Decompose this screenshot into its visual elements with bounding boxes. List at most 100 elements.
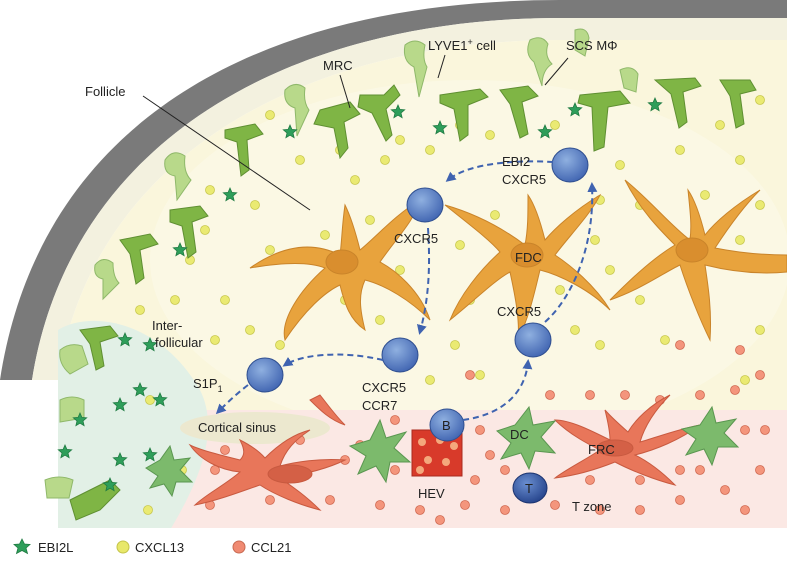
ebi2l-star: [222, 186, 238, 202]
cxcl13-dot: [425, 375, 435, 385]
cxcl13-dot: [350, 175, 360, 185]
label-b-cell: B: [442, 418, 451, 433]
arrow-cxcr5-down: [416, 227, 431, 335]
ccl21-dot: [460, 500, 470, 510]
cxcl13-dot: [475, 370, 485, 380]
b-cell: [406, 187, 444, 223]
cxcl13-dot: [605, 265, 615, 275]
ccl21-dot: [465, 370, 475, 380]
leader-scs: [544, 57, 569, 86]
cxcl13-dot: [395, 265, 405, 275]
b-cells: [246, 147, 589, 442]
ccl21-dot: [695, 465, 705, 475]
b-cell: [551, 147, 589, 183]
mrc-cell: [653, 77, 702, 129]
cxcl13-dot: [595, 340, 605, 350]
cxcl13-dot: [550, 120, 560, 130]
b-cell: [514, 322, 552, 358]
cxcl13-dot: [210, 335, 220, 345]
label-hev: HEV: [418, 486, 445, 501]
ebi2l-star: [567, 101, 583, 117]
lyve1-cell: [94, 259, 120, 301]
lyve1-cell: [574, 28, 590, 57]
ebi2l-star: [112, 451, 128, 467]
ebi2l-star: [432, 119, 448, 135]
ccl21-dot: [620, 390, 630, 400]
cxcl13-dot: [755, 200, 765, 210]
ccl21-dot: [545, 390, 555, 400]
ebi2l-star: [142, 336, 158, 352]
ebi2l-star: [132, 381, 148, 397]
cxcl13-dot: [245, 325, 255, 335]
ccl21-dot: [740, 505, 750, 515]
fdc-cells: [249, 179, 787, 342]
arrow-to-cortical-sinus: [215, 384, 249, 415]
ccl21-dot: [220, 445, 230, 455]
mrc-cell: [224, 123, 264, 177]
labels: Follicle MRC LYVE1+ cell SCS MΦ EBI2 CXC…: [85, 37, 618, 514]
ebi2l-star: [57, 443, 73, 459]
cxcl13-dot: [220, 295, 230, 305]
cxcl13-dot: [490, 210, 500, 220]
lyve1-cell: [59, 396, 85, 423]
lyve1-cell: [403, 40, 428, 98]
ebi2l-star: [647, 96, 663, 112]
lyve1-cell: [44, 476, 74, 499]
legend-ccl21-label: CCL21: [251, 540, 291, 555]
capsule: [0, 0, 787, 380]
lyve1-cell: [59, 344, 89, 375]
b-cell: [381, 337, 419, 373]
cxcl13-dot: [170, 295, 180, 305]
cxcl13-dot: [590, 235, 600, 245]
cxcl13-dot: [715, 120, 725, 130]
label-cxcr5-right: CXCR5: [497, 304, 541, 319]
ebi2l-star: [152, 391, 168, 407]
hev-dots: [416, 436, 458, 474]
label-lyve1: LYVE1+ cell: [428, 37, 496, 53]
label-ebi2: EBI2: [502, 154, 530, 169]
b-cell-hev: [429, 408, 465, 442]
legend: EBI2L CXCL13 CCL21: [13, 538, 291, 555]
label-frc: FRC: [588, 442, 615, 457]
cxcl13-dot: [265, 110, 275, 120]
arrow-hev-to-cxcr5: [462, 359, 533, 421]
cxcl13-dot: [735, 155, 745, 165]
lyve1-cell: [284, 84, 310, 137]
ebi2l-star: [142, 446, 158, 462]
ebi2l-star: [102, 476, 118, 492]
ebi2l-star: [112, 396, 128, 412]
ccl21-dot: [265, 495, 275, 505]
ccl21-dot: [435, 515, 445, 525]
cxcl13-dot: [135, 305, 145, 315]
cxcl13-dot: [275, 340, 285, 350]
subcapsular-sinus: [32, 18, 787, 380]
frc-cell: [309, 394, 346, 426]
ccl21-dot: [390, 465, 400, 475]
leader-follicle: [142, 95, 311, 211]
cxcl13-dot: [265, 245, 275, 255]
mrc-cell: [169, 205, 209, 259]
mrc-cell: [79, 325, 119, 371]
ebi2l-star: [172, 241, 188, 257]
cxcl13-dot: [485, 130, 495, 140]
mrc-cell: [119, 233, 159, 285]
ccl21-dot: [415, 505, 425, 515]
lyve1-cell: [619, 67, 639, 93]
follicle-center: [150, 80, 787, 440]
lyve1-cell: [164, 152, 192, 202]
ebi2l-star: [390, 103, 406, 119]
migration-arrows: [215, 160, 598, 421]
ccl21-dot: [390, 415, 400, 425]
label-cxcr5-top: CXCR5: [394, 231, 438, 246]
ccl21-dot: [755, 465, 765, 475]
leader-mrc: [339, 74, 351, 109]
ccl21-dot: [735, 345, 745, 355]
label-cxcr5-ebi2: CXCR5: [502, 172, 546, 187]
legend-cxcl13-label: CXCL13: [135, 540, 184, 555]
ccl21-dot: [595, 505, 605, 515]
dc-cells: [145, 405, 740, 498]
bottom-fill: [0, 528, 787, 572]
mrc-cell: [719, 79, 757, 129]
ccl21-dot: [470, 475, 480, 485]
cxcl13-dot: [755, 325, 765, 335]
